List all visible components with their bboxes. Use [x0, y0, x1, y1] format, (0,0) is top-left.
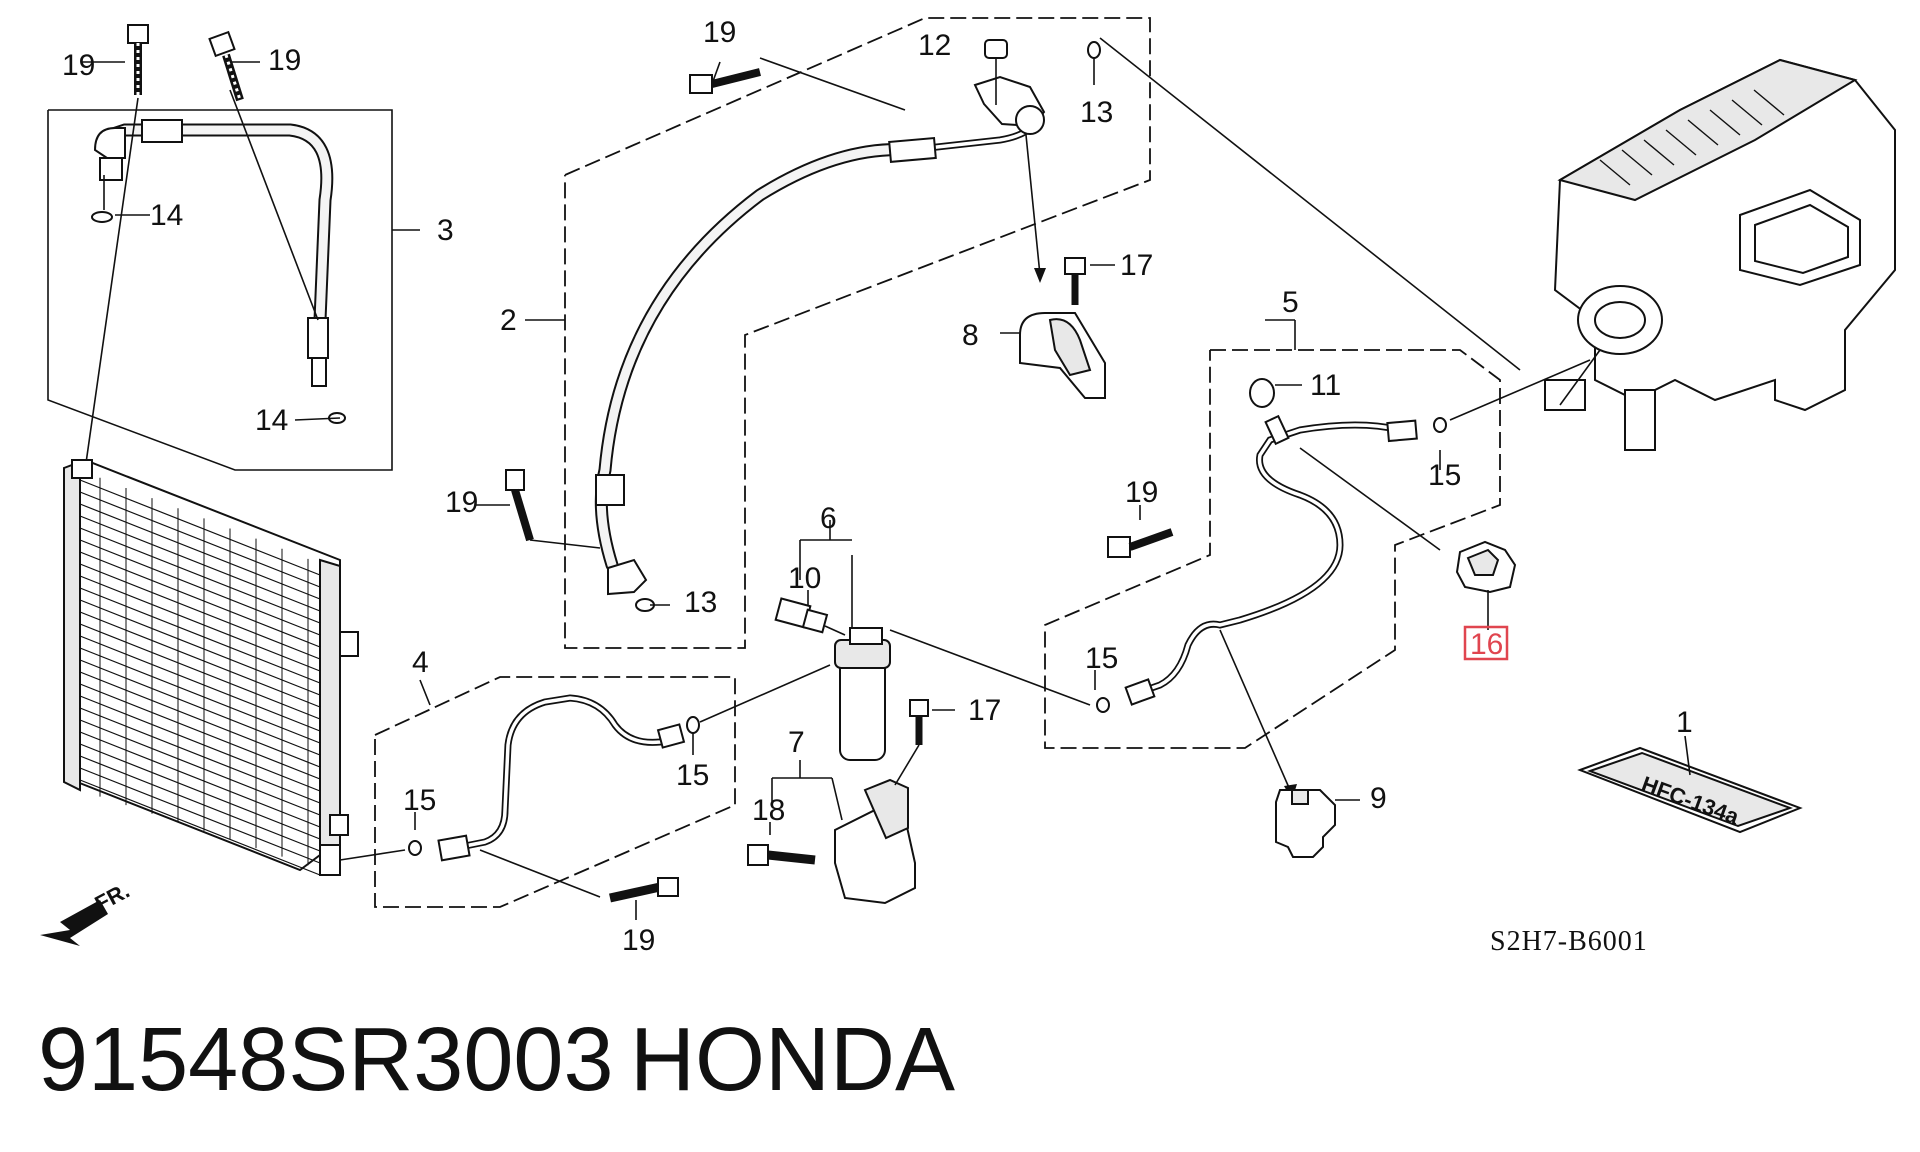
part-9-pressure-switch: [1275, 789, 1360, 858]
part-16-clip: [1455, 540, 1517, 630]
part-7-bracket: [747, 699, 955, 905]
condenser: [63, 459, 406, 876]
evaporator-unit: [1544, 58, 1896, 451]
callout-17-top: 17: [1120, 249, 1153, 282]
group-4-discharge-pipe: [374, 664, 831, 920]
callout-19-top-middle: 19: [703, 16, 736, 49]
callout-6: 6: [820, 502, 837, 535]
callout-19-hose: 19: [445, 486, 478, 519]
callout-19-second: 19: [268, 44, 301, 77]
callout-14-top: 14: [150, 199, 183, 232]
callout-19-right: 19: [1125, 476, 1158, 509]
front-direction-arrow-icon: FR.: [40, 878, 134, 946]
callout-10: 10: [788, 562, 821, 595]
callout-15-left: 15: [403, 784, 436, 817]
callout-4: 4: [412, 646, 429, 679]
callout-5: 5: [1282, 286, 1299, 319]
callout-12: 12: [918, 29, 951, 62]
callout-15-right: 15: [1428, 459, 1461, 492]
part-6-receiver-drier: [774, 520, 1091, 761]
callout-19-bottom: 19: [622, 924, 655, 957]
callout-13-bottom: 13: [684, 586, 717, 619]
callout-7: 7: [788, 726, 805, 759]
callout-9: 9: [1370, 782, 1387, 815]
group-5-liquid-pipe: [1044, 319, 1591, 800]
callout-2: 2: [500, 304, 517, 337]
part-number-caption: 91548SR3003: [38, 1010, 614, 1110]
group-3-suction-hose: [47, 24, 420, 471]
callout-16-highlight-box: [1463, 625, 1509, 661]
callout-18: 18: [752, 794, 785, 827]
brand-caption: HONDA: [630, 1010, 955, 1110]
callout-17-bottom: 17: [968, 694, 1001, 727]
callout-16: 16: [1470, 628, 1503, 661]
callouts: 1 2 3 4 5 6 7 8 9 10 11 12 13 13 14 14 1…: [62, 16, 1693, 957]
callout-14-bottom: 14: [255, 404, 288, 437]
part-8-bracket: [1000, 257, 1115, 399]
callout-3: 3: [437, 214, 454, 247]
group-2-discharge-hose: [475, 17, 1521, 649]
callout-13-top: 13: [1080, 96, 1113, 129]
callout-1: 1: [1676, 706, 1693, 739]
callout-15-pipe: 15: [676, 759, 709, 792]
diagram-code: S2H7-B6001: [1490, 926, 1648, 957]
callout-11: 11: [1310, 369, 1341, 402]
callout-15-middle: 15: [1085, 642, 1118, 675]
callout-8: 8: [962, 319, 979, 352]
part-1-label-plate: HFC-134a: [1577, 735, 1803, 834]
callout-19-left: 19: [62, 49, 95, 82]
